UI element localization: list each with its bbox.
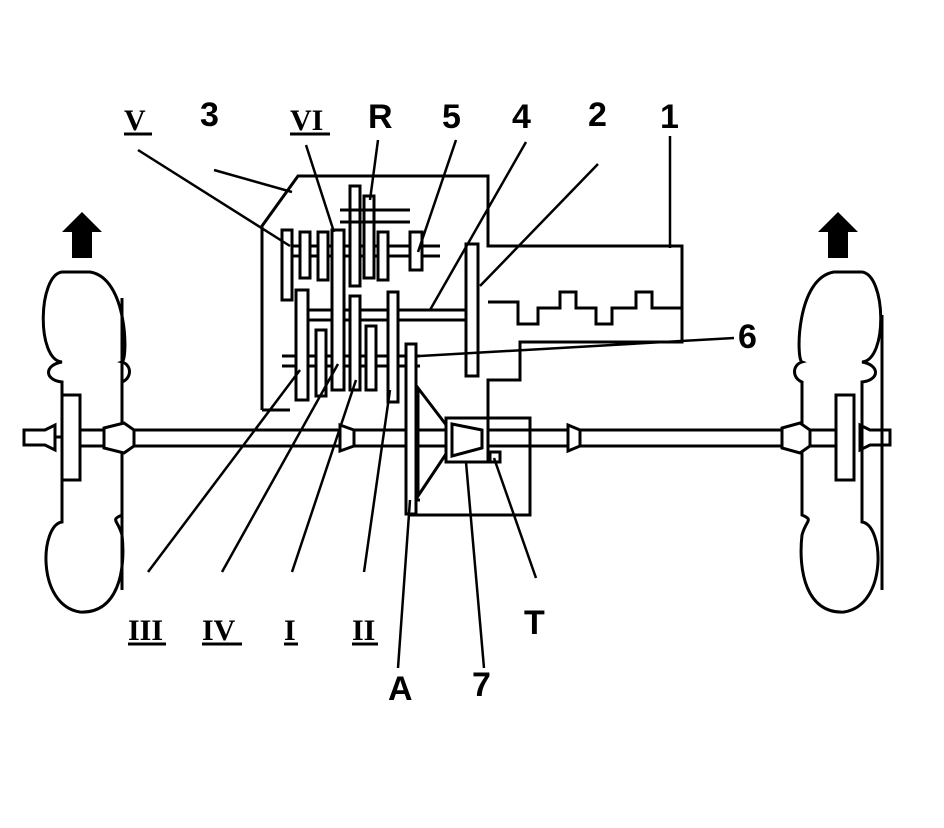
engine-crankshaft — [488, 290, 682, 326]
right-hub — [834, 393, 856, 482]
label-5: 5 — [442, 98, 461, 136]
left-arrow-icon — [62, 212, 102, 258]
label-A: A — [388, 670, 413, 708]
label-T: T — [524, 604, 545, 642]
upper-shaft — [280, 184, 440, 302]
gear-V — [280, 228, 294, 302]
label-gear-III: III — [128, 614, 163, 647]
label-gear-II: II — [352, 614, 375, 647]
left-hub-cap — [22, 422, 57, 453]
cv-joint — [338, 422, 356, 454]
label-gear-V: V — [124, 104, 146, 137]
right-hub-cap — [858, 422, 892, 453]
gear-5 — [408, 230, 424, 272]
label-gear-VI: VI — [290, 104, 323, 137]
gear-VI — [330, 228, 346, 392]
label-gear-I: I — [284, 614, 296, 647]
label-4: 4 — [512, 98, 531, 136]
right-wheel — [793, 270, 892, 614]
clutch — [464, 242, 480, 378]
cv-joint — [102, 421, 136, 455]
gear-III — [294, 288, 310, 402]
gear-I — [364, 324, 378, 392]
left-hub — [60, 393, 82, 482]
label-6: 6 — [738, 318, 757, 356]
gear-R — [348, 184, 362, 288]
gear-IV — [348, 294, 362, 392]
input-shaft — [300, 242, 480, 378]
label-R: R — [368, 98, 393, 136]
gear-II — [386, 290, 400, 404]
label-7: 7 — [472, 666, 491, 704]
leader-lines — [137, 136, 735, 669]
final-drive-A — [404, 342, 418, 516]
labels: V 3 VI R 5 4 2 1 6 III IV I II T A 7 — [124, 96, 757, 708]
label-1: 1 — [660, 98, 679, 136]
label-2: 2 — [588, 96, 607, 134]
label-3: 3 — [200, 96, 219, 134]
cv-joint — [780, 421, 812, 455]
label-gear-IV: IV — [202, 614, 236, 647]
differential — [416, 383, 502, 501]
right-arrow-icon — [818, 212, 858, 258]
left-wheel — [22, 270, 131, 614]
cv-joint — [566, 422, 582, 454]
